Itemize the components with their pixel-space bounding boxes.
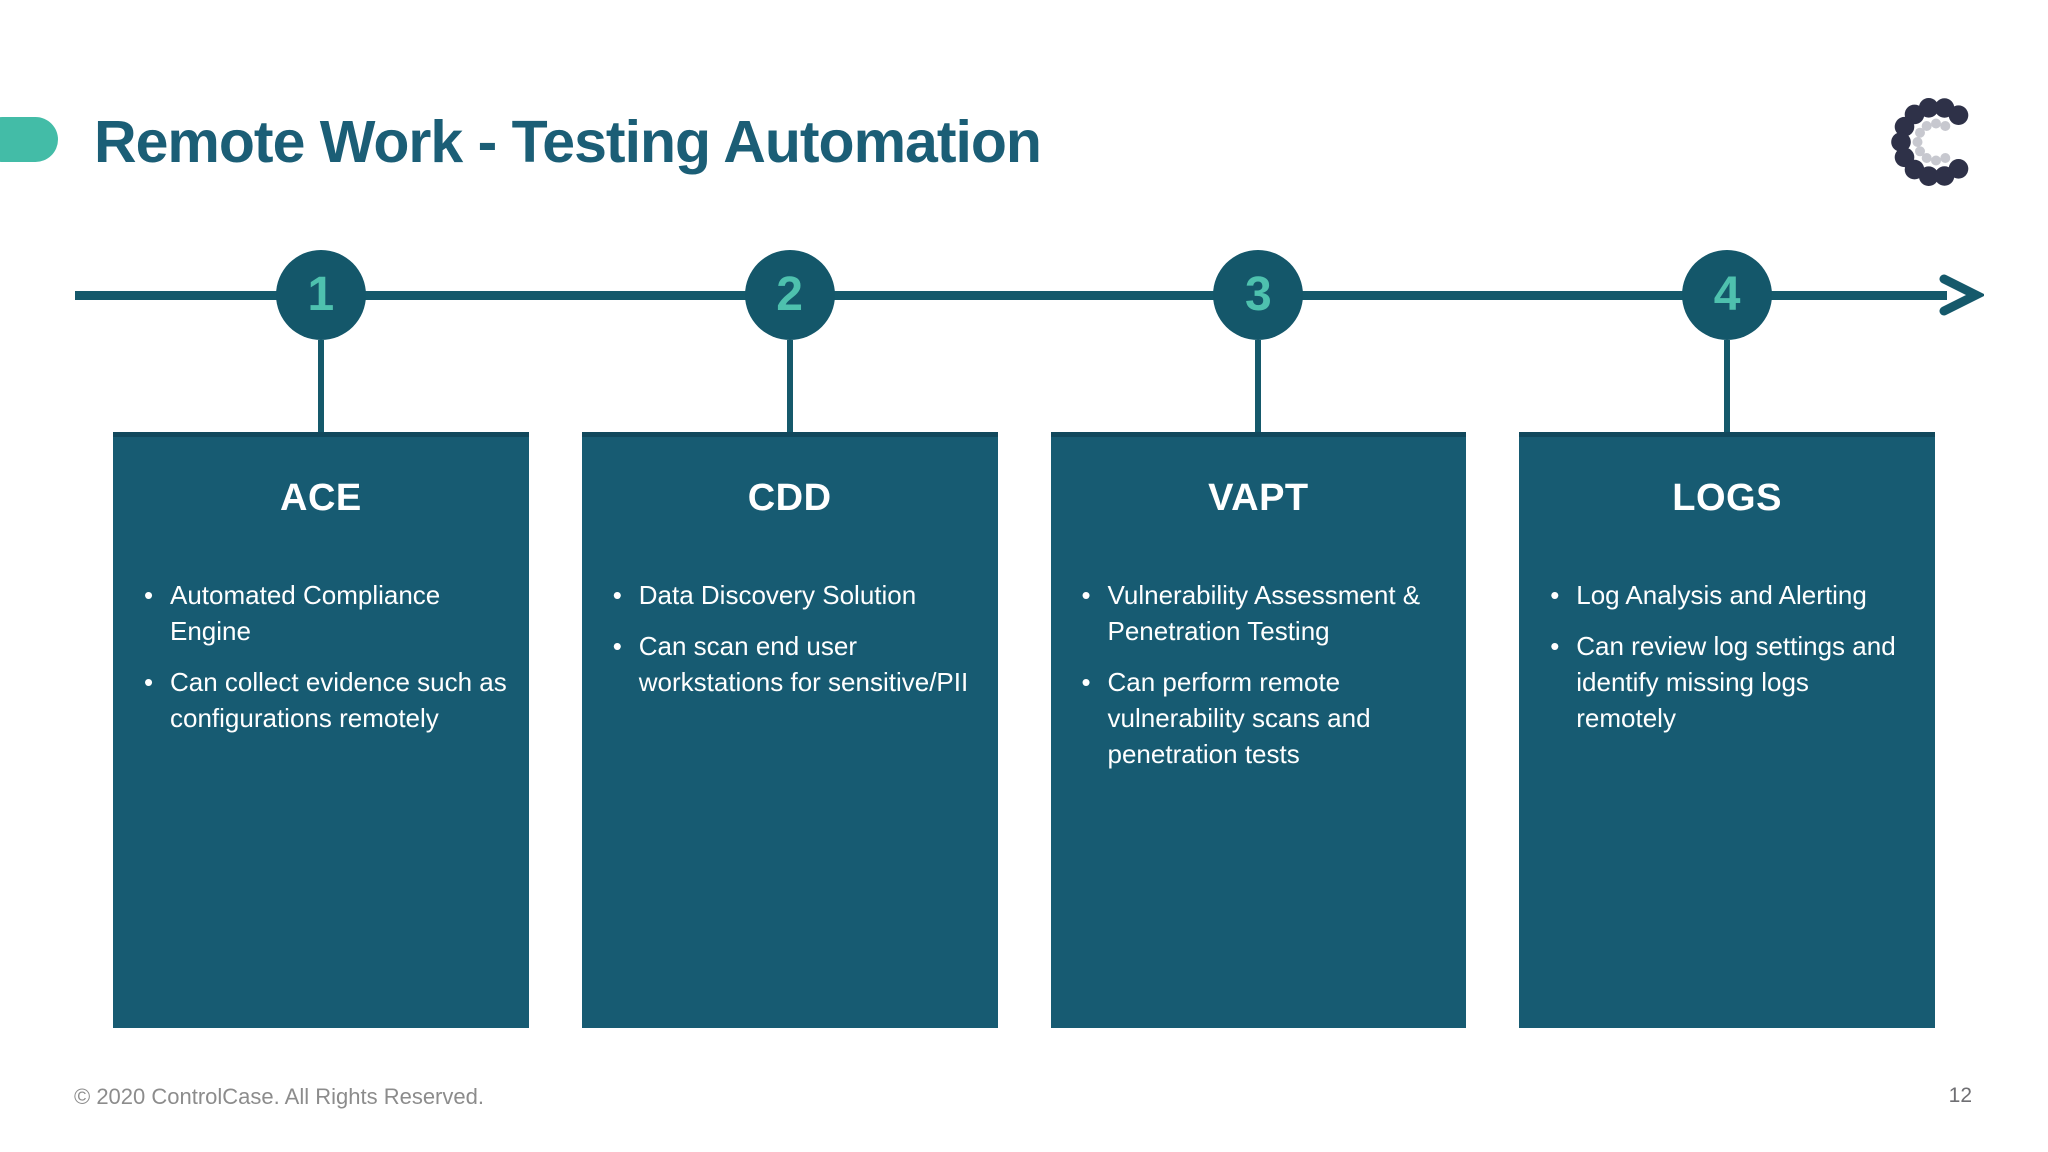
card-title: ACE bbox=[280, 477, 362, 519]
timeline-step-ace: 1 ACE Automated Compliance Engine Can co… bbox=[113, 250, 529, 1028]
bullet-item: Log Analysis and Alerting bbox=[1550, 577, 1913, 613]
card-bullet-list: Data Discovery Solution Can scan end use… bbox=[582, 577, 998, 700]
card-ace: ACE Automated Compliance Engine Can coll… bbox=[113, 432, 529, 1028]
timeline-line bbox=[75, 291, 1947, 300]
footer-copyright: © 2020 ControlCase. All Rights Reserved. bbox=[74, 1084, 484, 1109]
step-connector bbox=[1255, 340, 1262, 432]
page-title: Remote Work - Testing Automation bbox=[94, 109, 1042, 175]
step-number-badge-4: 4 bbox=[1682, 250, 1773, 340]
step-connector bbox=[1724, 340, 1731, 432]
card-logs: LOGS Log Analysis and Alerting Can revie… bbox=[1519, 432, 1935, 1028]
timeline-step-logs: 4 LOGS Log Analysis and Alerting Can rev… bbox=[1519, 250, 1935, 1028]
step-number: 3 bbox=[1245, 268, 1272, 321]
bullet-item: Automated Compliance Engine bbox=[144, 577, 507, 649]
step-number-badge-2: 2 bbox=[744, 250, 835, 340]
bullet-item: Can review log settings and identify mis… bbox=[1550, 628, 1913, 736]
timeline-steps: 1 ACE Automated Compliance Engine Can co… bbox=[113, 250, 1935, 1028]
card-cdd: CDD Data Discovery Solution Can scan end… bbox=[581, 432, 998, 1028]
step-number: 2 bbox=[776, 268, 803, 321]
card-title: CDD bbox=[747, 477, 832, 519]
step-connector bbox=[786, 340, 793, 432]
timeline-arrow-icon bbox=[1939, 274, 1984, 316]
step-number-badge-1: 1 bbox=[275, 250, 366, 340]
step-number-badge-3: 3 bbox=[1213, 250, 1304, 340]
bullet-item: Can scan end user workstations for sensi… bbox=[613, 628, 976, 700]
title-accent-bar bbox=[0, 117, 58, 162]
timeline-step-cdd: 2 CDD Data Discovery Solution Can scan e… bbox=[581, 250, 998, 1028]
bullet-item: Can collect evidence such as configurati… bbox=[144, 664, 507, 736]
controlcase-logo-icon bbox=[1891, 98, 1969, 186]
bullet-item: Data Discovery Solution bbox=[613, 577, 976, 613]
card-title: LOGS bbox=[1672, 477, 1782, 519]
card-title: VAPT bbox=[1208, 477, 1309, 519]
page-number: 12 bbox=[1948, 1084, 1972, 1107]
card-bullet-list: Vulnerability Assessment & Penetration T… bbox=[1051, 577, 1467, 772]
step-number: 1 bbox=[307, 268, 335, 321]
card-bullet-list: Log Analysis and Alerting Can review log… bbox=[1519, 577, 1935, 736]
step-connector bbox=[317, 340, 324, 432]
bullet-item: Can perform remote vulnerability scans a… bbox=[1082, 664, 1445, 772]
step-number: 4 bbox=[1713, 268, 1741, 321]
timeline-step-vapt: 3 VAPT Vulnerability Assessment & Penetr… bbox=[1050, 250, 1467, 1028]
card-vapt: VAPT Vulnerability Assessment & Penetrat… bbox=[1050, 432, 1467, 1028]
bullet-item: Vulnerability Assessment & Penetration T… bbox=[1082, 577, 1445, 649]
card-bullet-list: Automated Compliance Engine Can collect … bbox=[113, 577, 529, 736]
